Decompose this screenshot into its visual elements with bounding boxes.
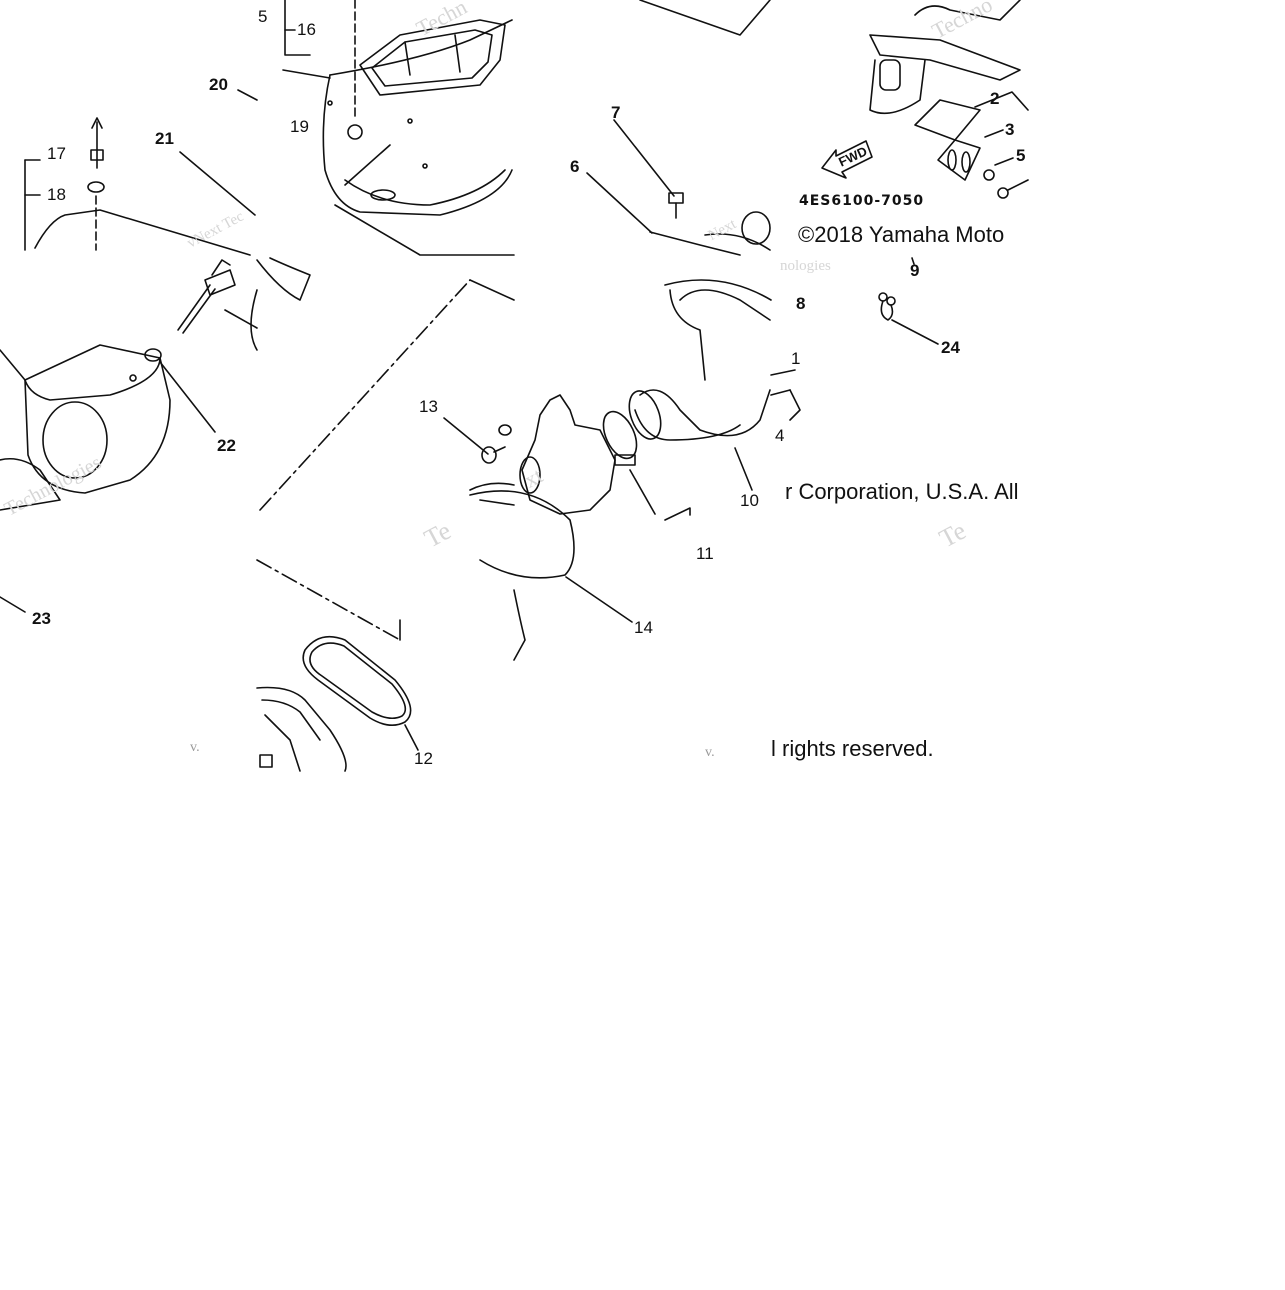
copyright-part2: r Corporation, U.S.A. All — [785, 479, 1019, 504]
stopper-3-icon — [937, 139, 981, 181]
screw-icon — [997, 179, 1029, 199]
callout-12: 12 — [414, 749, 433, 768]
fwd-arrow-icon — [821, 140, 873, 179]
watermark-9: nologies — [780, 258, 831, 274]
clamp-8-icon — [649, 211, 771, 256]
callout-8: 8 — [796, 294, 806, 313]
callout-13: 13 — [419, 397, 438, 416]
callout-10: 10 — [740, 491, 759, 510]
callout-14: 14 — [634, 618, 653, 637]
intake-joint-icon — [628, 279, 772, 441]
callout-4: 4 — [775, 426, 785, 445]
copyright-part1: ©2018 Yamaha Moto — [798, 222, 1005, 247]
callout-18: 18 — [47, 185, 66, 204]
air-box-cover-icon — [256, 686, 347, 772]
callout-3: 3 — [1005, 120, 1015, 139]
callout-22: 22 — [217, 436, 236, 455]
bolt-7-icon — [668, 192, 684, 219]
gasket-12-icon — [302, 635, 412, 726]
callout-2: 2 — [990, 89, 1000, 108]
reed-valve-icon — [869, 0, 1021, 115]
air-box-icon — [322, 19, 513, 216]
callout-19: 19 — [290, 117, 309, 136]
callout-1: 1 — [791, 349, 801, 368]
seal-14-icon — [469, 490, 575, 661]
copyright-part3: l rights reserved. — [771, 736, 934, 761]
callout-5a: 5 — [258, 7, 268, 26]
washer-22-icon — [144, 348, 162, 362]
callout-11: 11 — [696, 544, 714, 563]
callout-17: 17 — [47, 144, 66, 163]
bolt-21-icon — [177, 259, 236, 334]
callout-7: 7 — [611, 103, 621, 122]
watermark-10: v. — [190, 740, 200, 755]
carburetor-icon — [519, 394, 616, 515]
washer-18-icon — [87, 181, 105, 193]
callout-23: 23 — [32, 609, 51, 628]
screw-13-icon — [481, 446, 506, 464]
washer-5-icon — [983, 169, 995, 181]
diagram-code: 4ES6100-7050 — [799, 193, 925, 209]
callout-5b: 5 — [1016, 146, 1026, 165]
bolt-17-icon — [90, 117, 104, 169]
air-filter-icon — [24, 344, 171, 494]
clip-24-icon — [878, 292, 896, 321]
reed-plate-2-icon — [914, 99, 981, 141]
callout-21: 21 — [155, 129, 174, 148]
callout-16: 16 — [297, 20, 316, 39]
callout-20: 20 — [209, 75, 228, 94]
callout-24: 24 — [941, 338, 960, 357]
callout-9: 9 — [910, 261, 920, 280]
clamp-icon — [602, 410, 638, 466]
watermark-11: v. — [705, 745, 715, 760]
callout-6: 6 — [570, 157, 580, 176]
